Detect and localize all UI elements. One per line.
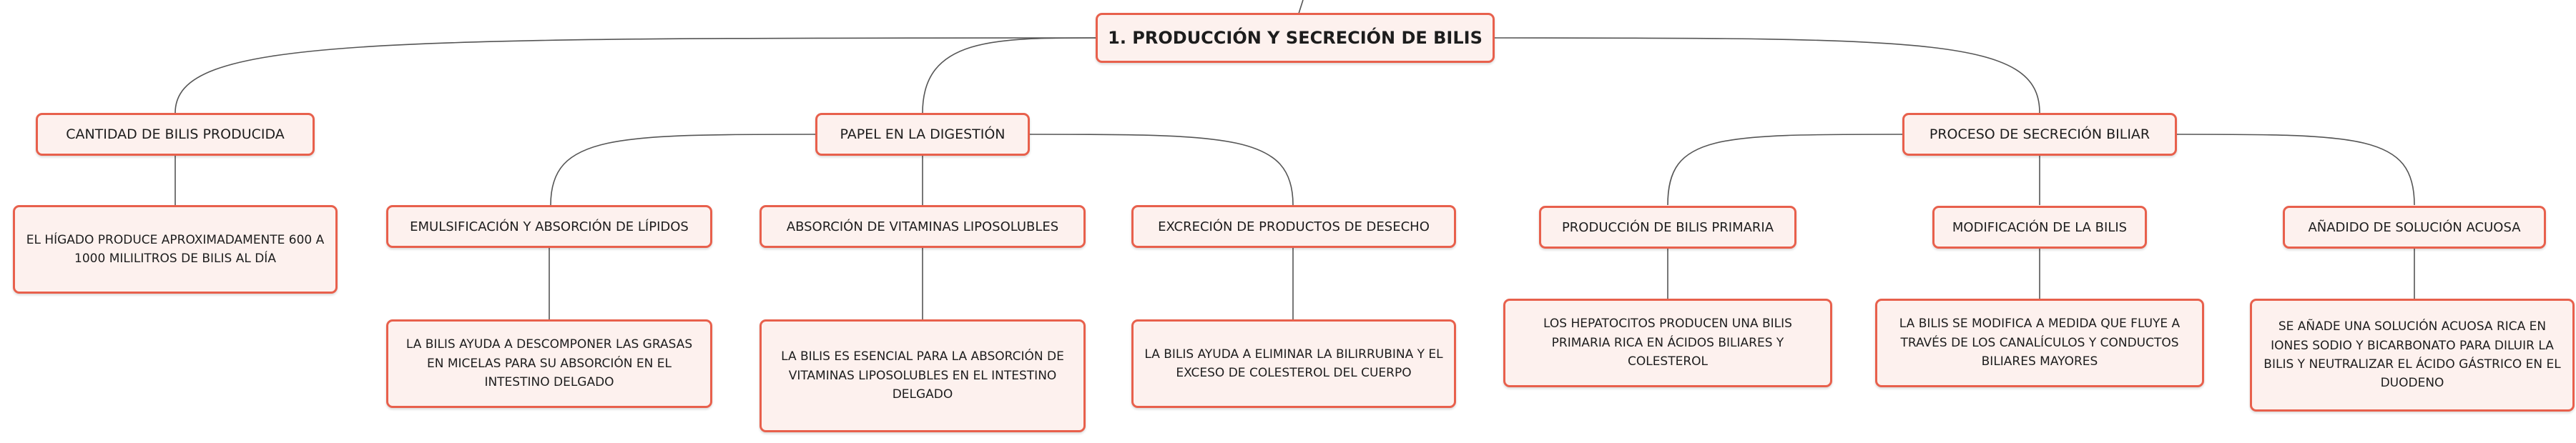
branch-papel-digestion[interactable]: PAPEL EN LA DIGESTIÓN [815, 113, 1030, 156]
detail-emulsificacion[interactable]: LA BILIS AYUDA A DESCOMPONER LAS GRASAS … [386, 319, 712, 408]
connector-b1-c0 [550, 134, 816, 206]
detail-excrecion[interactable]: LA BILIS AYUDA A ELIMINAR LA BILIRRUBINA… [1131, 319, 1456, 408]
topic-modificacion[interactable]: MODIFICACIÓN DE LA BILIS [1932, 206, 2147, 249]
branch-proceso-secrecion[interactable]: PROCESO DE SECRECIÓN BILIAR [1902, 113, 2177, 156]
topic-emulsificacion[interactable]: EMULSIFICACIÓN Y ABSORCIÓN DE LÍPIDOS [386, 205, 712, 248]
detail-vitaminas[interactable]: LA BILIS ES ESENCIAL PARA LA ABSORCIÓN D… [759, 319, 1086, 432]
detail-solucion-acuosa[interactable]: SE AÑADE UNA SOLUCIÓN ACUOSA RICA EN ION… [2250, 299, 2575, 412]
connector-b1-c2 [1029, 134, 1294, 206]
root-topic[interactable]: 1. PRODUCCIÓN Y SECRECIÓN DE BILIS [1096, 13, 1495, 63]
connector-root-b1 [922, 37, 1096, 114]
topic-bilis-primaria[interactable]: PRODUCCIÓN DE BILIS PRIMARIA [1539, 206, 1796, 249]
connector-root-b0 [174, 37, 1096, 114]
connector-root-b2 [1494, 37, 2040, 114]
branch-cantidad-bilis[interactable]: CANTIDAD DE BILIS PRODUCIDA [36, 113, 315, 156]
connector-b2-c2 [2176, 134, 2415, 206]
detail-bilis-primaria[interactable]: LOS HEPATOCITOS PRODUCEN UNA BILIS PRIMA… [1503, 299, 1832, 387]
topic-excrecion[interactable]: EXCRECIÓN DE PRODUCTOS DE DESECHO [1131, 205, 1456, 248]
detail-modificacion[interactable]: LA BILIS SE MODIFICA A MEDIDA QUE FLUYE … [1875, 299, 2204, 387]
detail-cantidad-bilis[interactable]: EL HÍGADO PRODUCE APROXIMADAMENTE 600 A … [13, 205, 338, 294]
topic-solucion-acuosa[interactable]: AÑADIDO DE SOLUCIÓN ACUOSA [2283, 206, 2546, 249]
topic-vitaminas[interactable]: ABSORCIÓN DE VITAMINAS LIPOSOLUBLES [759, 205, 1086, 248]
connector-b2-c0 [1667, 134, 1903, 206]
